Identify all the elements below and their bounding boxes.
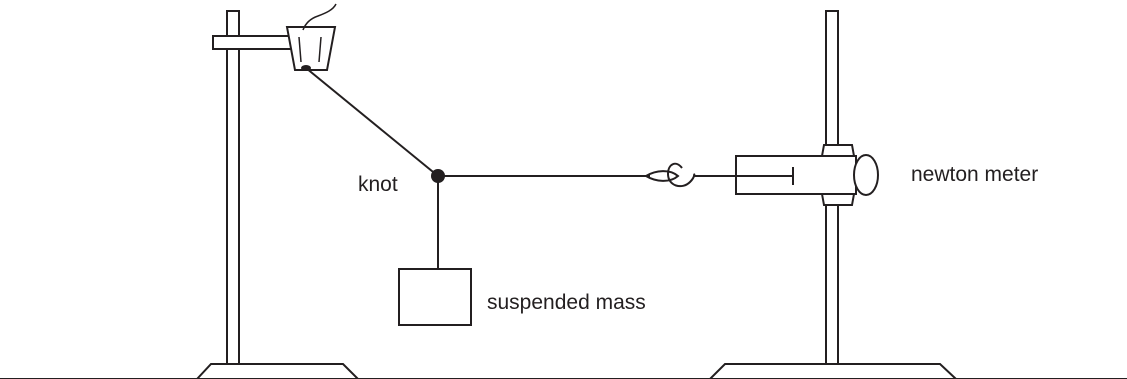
string-loop xyxy=(644,170,680,182)
left-stand-base xyxy=(196,363,359,379)
cup-inner-right xyxy=(318,36,322,63)
left-retort-stand xyxy=(196,10,359,379)
right-stand-base xyxy=(709,363,957,379)
knot-dot xyxy=(431,169,445,183)
clamp-wire xyxy=(302,3,337,31)
clamp-boss-bottom xyxy=(820,193,856,206)
angled-string xyxy=(305,67,439,177)
clamp-cup xyxy=(285,26,337,71)
newton-meter xyxy=(735,144,879,206)
left-clamp xyxy=(212,3,337,71)
suspended-mass-block xyxy=(398,268,472,326)
newton-meter-label: newton meter xyxy=(911,163,1039,186)
clamp-boss-top xyxy=(820,144,856,157)
newton-meter-end-knob xyxy=(853,154,879,196)
knot-label: knot xyxy=(358,173,398,196)
hook xyxy=(666,162,736,188)
left-stand-rod xyxy=(226,10,240,365)
clamp-arm xyxy=(212,35,292,50)
suspended-mass-label: suspended mass xyxy=(487,291,646,314)
newton-meter-hook xyxy=(644,162,736,188)
cup-inner-left xyxy=(298,36,302,63)
